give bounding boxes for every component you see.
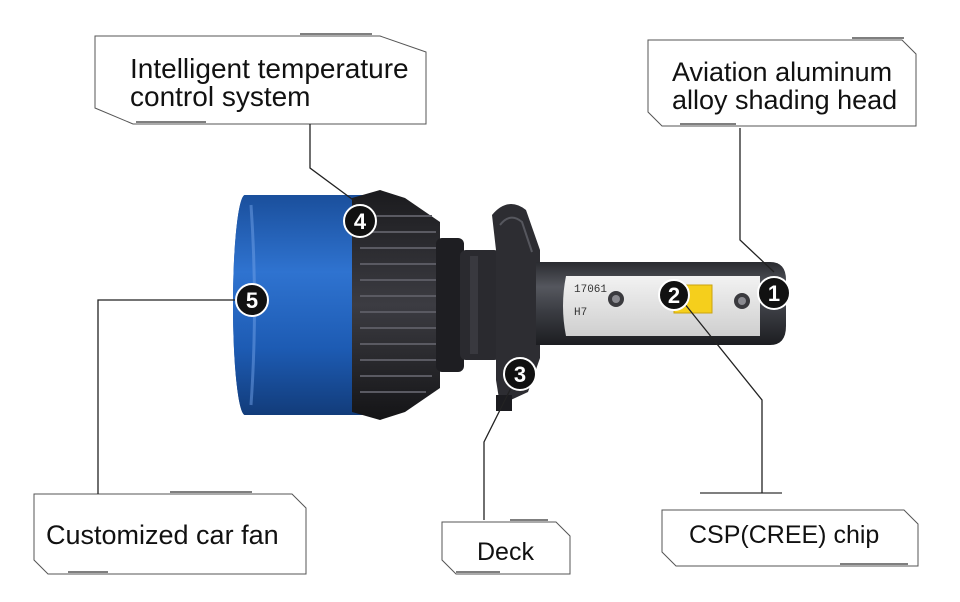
callout-box-5	[33, 491, 307, 575]
badge-3-number: 3	[514, 362, 526, 387]
badge-1-number: 1	[768, 281, 780, 306]
badge-4-number: 4	[354, 209, 367, 234]
leader-line-3	[483, 377, 517, 520]
heatsink	[352, 190, 440, 420]
badge-5-number: 5	[246, 288, 258, 313]
callout-label-4: Intelligent temperature control system	[130, 55, 409, 111]
bulb-type-marking: H7	[574, 307, 588, 319]
leader-line-2	[679, 297, 763, 493]
callout-label-4-line2: control system	[130, 81, 311, 112]
callout-box-4	[94, 33, 427, 125]
leader-line-4	[309, 124, 361, 206]
badge-5: 5	[235, 283, 269, 317]
callout-box-3	[441, 519, 571, 575]
callout-label-1-line1: Aviation aluminum	[672, 57, 893, 87]
callout-box-2	[661, 492, 919, 567]
callout-box-1	[647, 37, 917, 127]
badge-2-number: 2	[668, 283, 680, 308]
collar	[436, 238, 500, 372]
badge-1: 1	[757, 276, 791, 310]
bulb-code-marking: 17061	[574, 284, 608, 296]
leader-line-1	[739, 128, 775, 273]
leader-line-5	[97, 299, 236, 494]
callout-label-1: Aviation aluminum alloy shading head	[672, 58, 897, 114]
badge-2: 2	[658, 279, 690, 311]
callout-label-2: CSP(CREE) chip	[689, 521, 880, 549]
badge-4: 4	[343, 204, 377, 238]
callout-label-1-line2: alloy shading head	[672, 85, 898, 115]
callout-label-4-line1: Intelligent temperature	[130, 53, 409, 84]
led-bulb	[233, 190, 786, 420]
badge-3: 3	[503, 357, 537, 391]
callout-label-3: Deck	[477, 538, 534, 566]
callout-label-5: Customized car fan	[46, 520, 279, 550]
leader-lines	[97, 124, 775, 520]
